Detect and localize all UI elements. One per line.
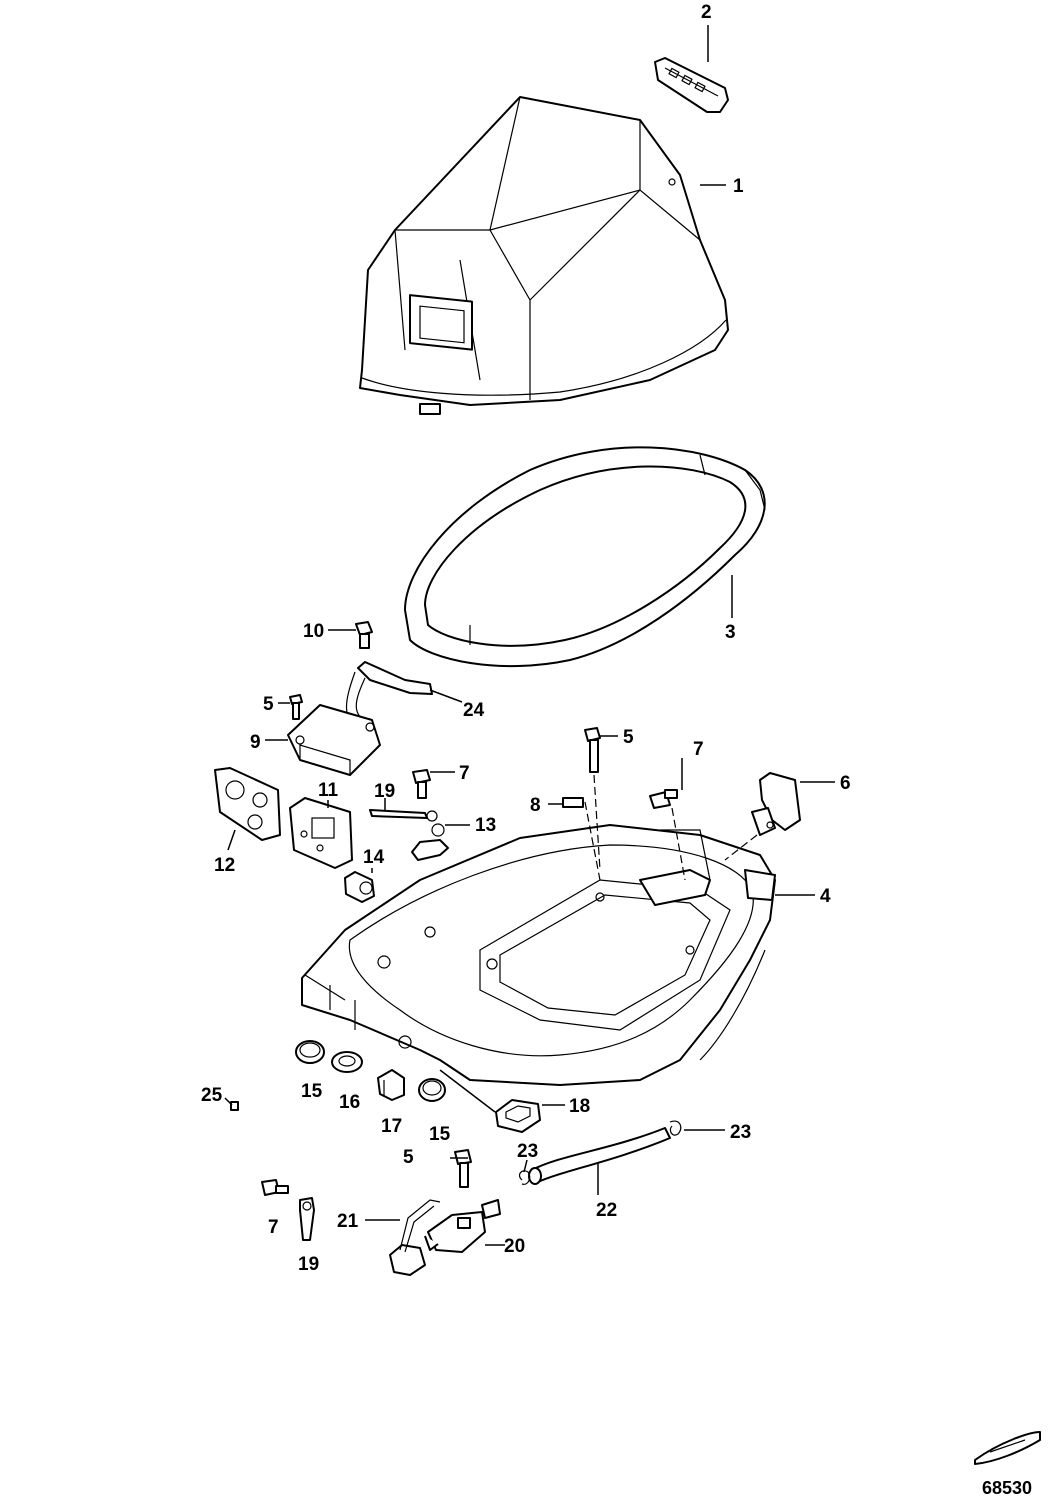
callout-15-right: 15 — [429, 1124, 451, 1145]
part-25-pin — [230, 1101, 239, 1111]
part-20-fuel-connector — [424, 1199, 501, 1253]
part-15-plug-left — [295, 1040, 325, 1064]
callout-5-upper-left: 5 — [263, 694, 274, 715]
callout-13: 13 — [475, 815, 496, 836]
assembly-line-4 — [724, 834, 758, 861]
part-5-screw-upper-left — [289, 694, 303, 720]
part-23-clamp-left — [518, 1170, 531, 1185]
callout-25: 25 — [201, 1085, 223, 1106]
callout-1: 1 — [733, 176, 744, 197]
boat-logo-icon — [974, 1431, 1041, 1465]
callout-19-upper: 19 — [374, 781, 395, 802]
callout-12: 12 — [214, 855, 235, 876]
part-24-cable-bracket — [345, 661, 433, 731]
callout-5-top: 5 — [623, 727, 634, 748]
part-11-grommet — [289, 797, 353, 869]
part-19-strap-upper — [369, 809, 438, 822]
callout-15-left: 15 — [301, 1081, 323, 1102]
callout-4: 4 — [820, 886, 831, 907]
callout-5-lower: 5 — [403, 1147, 414, 1168]
callout-23-left: 23 — [517, 1141, 538, 1162]
part-18-seal — [495, 1099, 541, 1133]
callout-11: 11 — [318, 780, 339, 801]
callout-19-lower: 19 — [298, 1254, 319, 1275]
part-13-clip — [411, 823, 449, 861]
part-5-screw-lower — [454, 1149, 472, 1188]
part-19-strap-lower — [299, 1197, 315, 1241]
callout-21: 21 — [337, 1211, 359, 1232]
part-14-plug — [344, 871, 375, 903]
part-21-bracket — [389, 1199, 441, 1276]
part-7-screw-upper-left — [412, 769, 431, 799]
part-6-latch-lever — [751, 772, 801, 836]
part-7-screw-top — [649, 789, 678, 809]
part-7-screw-lower — [261, 1179, 289, 1196]
part-9-mount-bracket — [287, 704, 381, 776]
callout-18: 18 — [569, 1096, 590, 1117]
callout-7-upper-left: 7 — [459, 763, 470, 784]
callout-20: 20 — [504, 1236, 525, 1257]
callout-14: 14 — [363, 847, 385, 868]
callout-7-lower: 7 — [268, 1217, 279, 1238]
part-22-hose — [528, 1127, 671, 1185]
callout-3: 3 — [725, 622, 736, 643]
callout-16: 16 — [339, 1092, 360, 1113]
callout-6: 6 — [840, 773, 851, 794]
callout-8: 8 — [530, 795, 541, 816]
part-5-screw-top — [584, 727, 601, 773]
part-15-plug-right — [418, 1078, 446, 1102]
part-12-plate — [214, 767, 281, 841]
part-17-connector — [377, 1069, 405, 1101]
callout-17: 17 — [381, 1116, 402, 1137]
callout-7-top: 7 — [693, 739, 704, 760]
diagram-number: 68530 — [982, 1478, 1032, 1498]
callout-2: 2 — [701, 2, 712, 23]
assembly-line-1 — [593, 774, 601, 871]
part-23-clamp-right — [669, 1120, 682, 1136]
part-1-top-cowl — [359, 96, 729, 415]
part-4-bottom-cowl-pan — [301, 824, 776, 1086]
part-8-pin — [562, 797, 584, 808]
callout-23-right: 23 — [730, 1122, 751, 1143]
callout-24: 24 — [463, 700, 485, 721]
callout-22: 22 — [596, 1200, 617, 1221]
part-16-grommet — [331, 1051, 363, 1073]
part-2-grip — [654, 57, 729, 113]
part-10-screw — [355, 621, 373, 649]
leader-lines — [224, 25, 835, 1246]
assembly-line-3 — [671, 807, 686, 881]
callout-9: 9 — [250, 732, 261, 753]
assembly-line-2 — [584, 801, 601, 881]
callout-10: 10 — [303, 621, 324, 642]
part-3-seal — [404, 446, 766, 668]
